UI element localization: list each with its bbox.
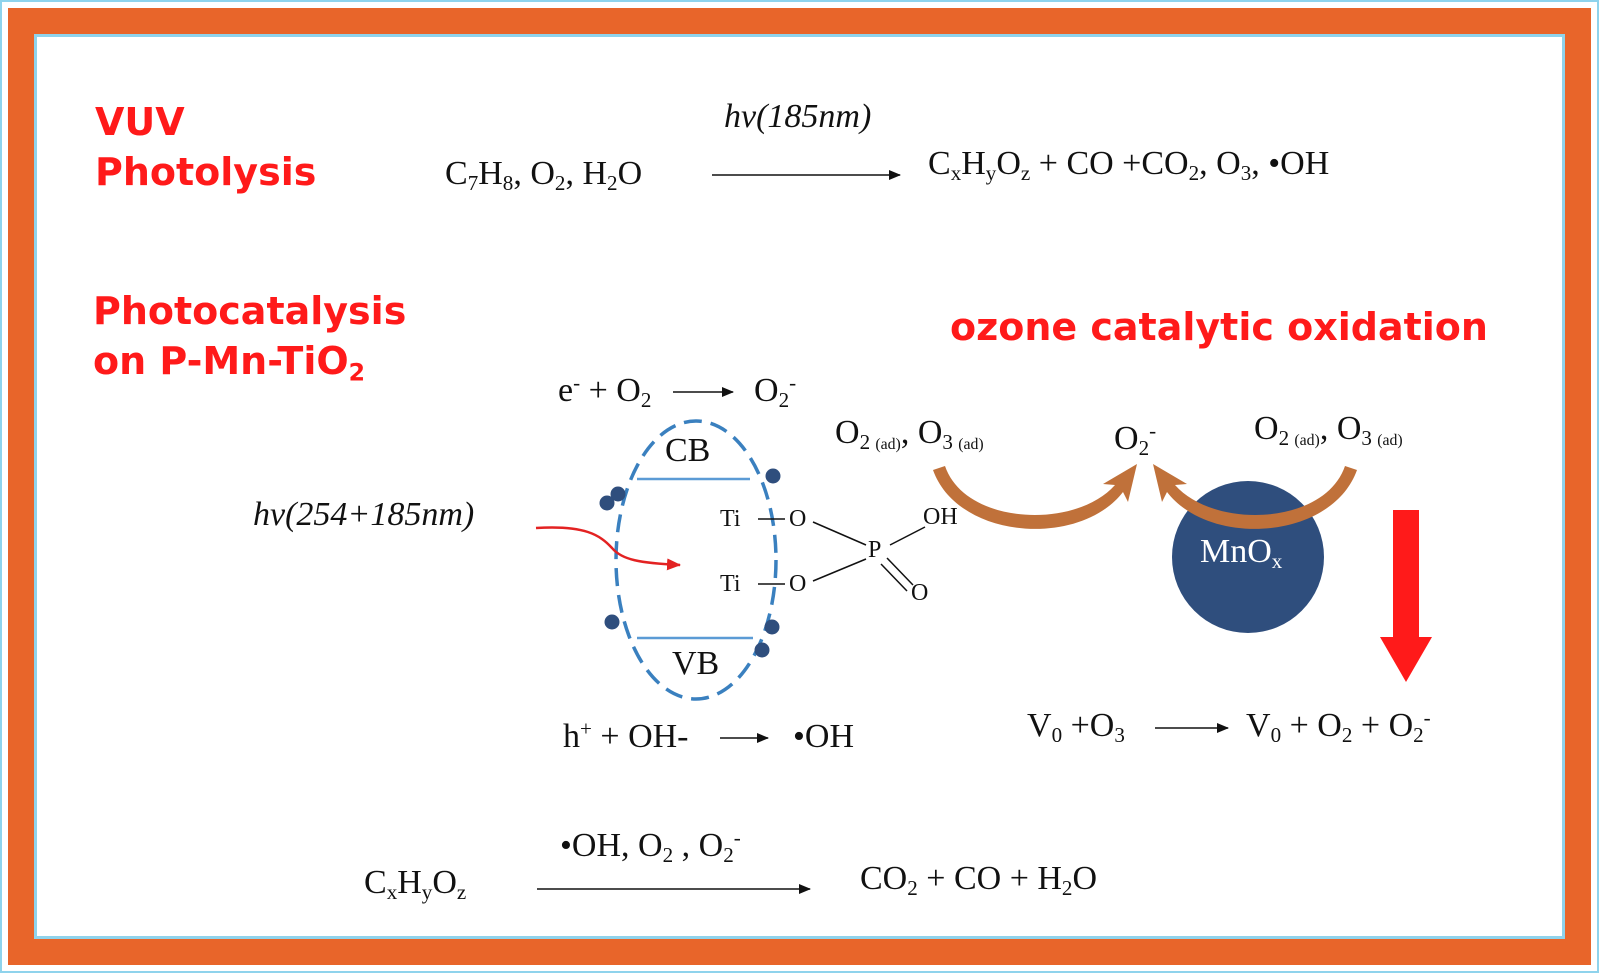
o-p-bond-top (812, 521, 867, 546)
o-p-bond-bottom (812, 558, 867, 582)
hole-reaction-product: •OH (793, 718, 855, 755)
curved-arrow-left (933, 464, 1137, 529)
orange-frame (8, 8, 1591, 965)
inner-cyan-border (34, 34, 1565, 939)
mineralization-condition: •OH, O2 , O2- (560, 825, 741, 867)
hole-dot (604, 614, 620, 630)
superoxide-label: O2- (1114, 418, 1157, 460)
vuv-condition: hv(185nm) (724, 98, 872, 135)
down-arrow-head (1380, 637, 1432, 682)
mnox-label-sub: x (1271, 548, 1283, 573)
hole-reaction-left: h+ + OH- (563, 716, 689, 755)
photocatalysis-heading-text: on P-Mn-TiO (93, 339, 349, 383)
vb-label: VB (672, 645, 720, 682)
hole-dot (764, 619, 780, 635)
ti-label-bottom: Ti (720, 571, 741, 597)
ti-label-top: Ti (720, 506, 741, 532)
p-o-double-bond-a (886, 557, 914, 586)
cb-label: CB (665, 432, 711, 469)
light-arrow (535, 526, 681, 571)
p-label: P (868, 537, 882, 563)
p-oh-bond (889, 526, 926, 546)
mnox-label: MnOx (1200, 533, 1282, 571)
tio2-particle-ellipse (614, 419, 778, 701)
p-o-double-bond-b (880, 563, 908, 592)
vuv-heading-line2: Photolysis (95, 150, 317, 194)
mnox-label-main: MnO (1200, 533, 1272, 570)
oh-label: OH (923, 504, 958, 530)
down-arrow-shaft (1393, 510, 1419, 637)
hole-dot (754, 642, 770, 658)
adsorbed-species-left: O2 (ad), O3 (ad) (835, 414, 984, 454)
photocatalysis-heading-subscript: 2 (348, 358, 366, 387)
photocatalysis-heading-line1: Photocatalysis (93, 289, 407, 333)
electron-dot (599, 495, 615, 511)
o-label-bottom: O (789, 571, 807, 597)
double-bond-o-label: O (911, 580, 929, 606)
vuv-reactants: C7H8, O2, H2O (445, 155, 643, 195)
photocatalysis-heading-line2: on P-Mn-TiO2 (93, 337, 365, 385)
vacancy-reaction-right: V0 + O2 + O2- (1246, 705, 1431, 747)
o-label-top: O (789, 506, 807, 532)
vuv-products: CxHyOz + CO +CO2, O3, •OH (928, 145, 1330, 185)
mineralization-reactant: CxHyOz (364, 864, 467, 904)
adsorbed-species-right: O2 (ad), O3 (ad) (1254, 410, 1403, 450)
ozone-heading: ozone catalytic oxidation (950, 305, 1488, 349)
vuv-heading-line1: VUV (95, 100, 185, 144)
mineralization-products: CO2 + CO + H2O (860, 860, 1098, 900)
electron-reaction-product: O2- (754, 370, 797, 412)
electron-reaction-left: e- + O2 (558, 370, 652, 412)
electron-dot (765, 468, 781, 484)
vacancy-reaction-left: V0 +O3 (1027, 707, 1125, 747)
curved-arrow-right (1153, 464, 1357, 529)
light-condition: hv(254+185nm) (253, 496, 475, 533)
electron-dot (610, 486, 626, 502)
